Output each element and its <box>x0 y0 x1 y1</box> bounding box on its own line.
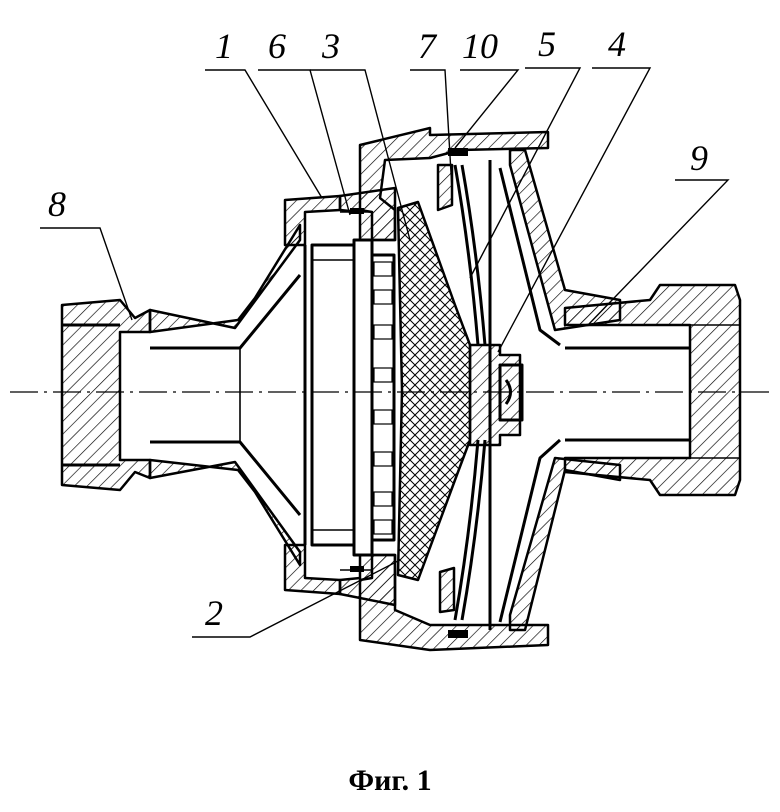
seat-slot <box>374 368 392 382</box>
callout-3: 3 <box>321 26 340 66</box>
seat-ring-with-slots <box>340 208 394 572</box>
seat-slot <box>374 262 392 276</box>
seat-slot <box>374 520 392 534</box>
callout-6: 6 <box>268 26 286 66</box>
left-inlet-fitting <box>62 225 300 565</box>
diaphragm <box>398 202 470 580</box>
callout-8: 8 <box>48 184 66 224</box>
callout-10: 10 <box>462 26 498 66</box>
figure-caption: Фиг. 1 <box>348 764 431 797</box>
left-housing-flange <box>285 188 395 605</box>
seat-slot <box>374 325 392 339</box>
callout-9: 9 <box>690 138 708 178</box>
right-outlet-fitting <box>565 285 740 495</box>
seat-slot <box>374 290 392 304</box>
callout-2: 2 <box>205 593 223 633</box>
center-hub-nut <box>470 345 522 445</box>
callout-1: 1 <box>215 26 233 66</box>
seat-slot <box>374 492 392 506</box>
seat-slot <box>374 452 392 466</box>
seat-slot <box>374 410 392 424</box>
callout-5: 5 <box>538 24 556 64</box>
callout-4: 4 <box>608 24 626 64</box>
callout-7: 7 <box>418 26 438 66</box>
